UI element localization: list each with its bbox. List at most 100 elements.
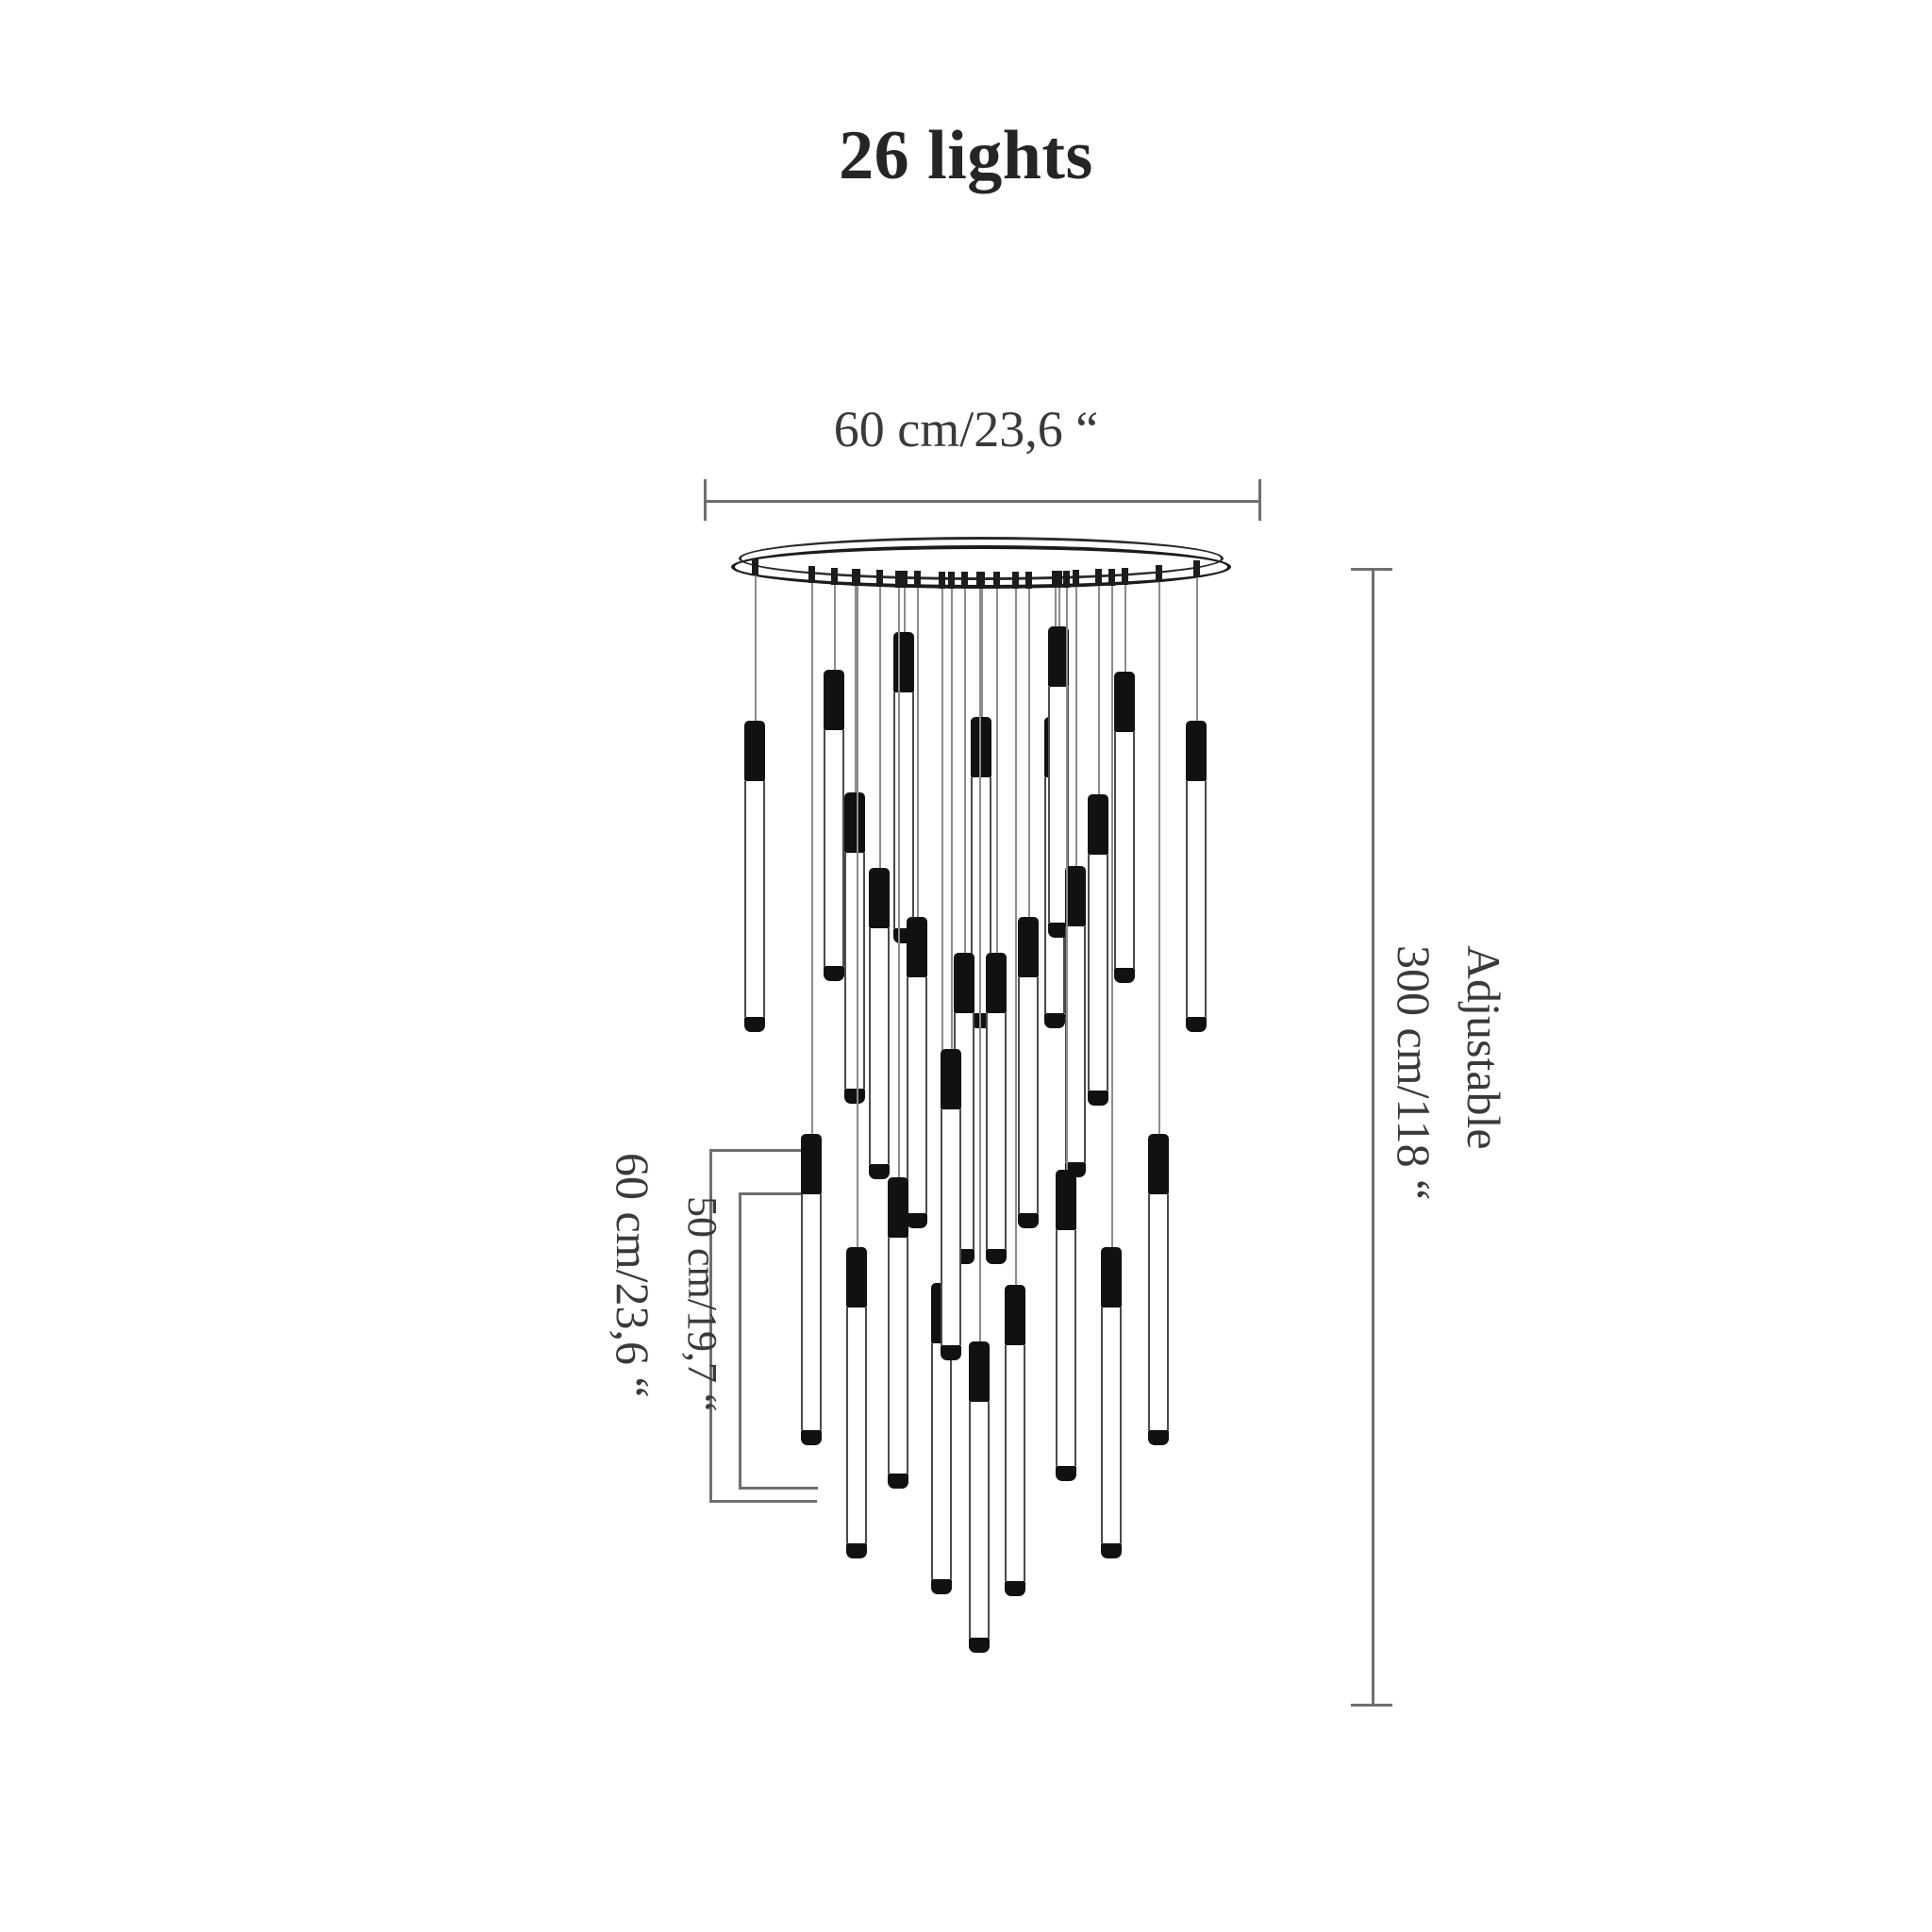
pendant-cap <box>954 953 974 1013</box>
pendant-cable <box>1196 575 1198 724</box>
left-outer-extension-top <box>709 1149 817 1152</box>
canopy-cable-stub <box>1056 570 1062 588</box>
pendant-body <box>1056 1230 1076 1466</box>
canopy-cable-stub <box>1108 568 1115 586</box>
pendant-body <box>844 853 865 1089</box>
top-dimension-tick-right <box>1258 479 1261 521</box>
pendant-cable <box>996 586 998 957</box>
pendant-body <box>846 1307 867 1543</box>
pendant-cable <box>1124 582 1126 675</box>
pendant-tube <box>1101 1247 1122 1558</box>
left-inner-extension-top <box>739 1192 818 1195</box>
pendant-cap <box>941 1049 961 1109</box>
pendant-cable <box>979 586 981 1345</box>
pendant-cap <box>1114 672 1135 732</box>
pendant-cap <box>888 1177 908 1238</box>
pendant-tube <box>1186 721 1207 1032</box>
pendant-cable <box>855 583 857 796</box>
pendant-cable <box>941 586 943 1287</box>
pendant-cap <box>844 792 865 853</box>
pendant-cable <box>755 573 757 724</box>
pendant-foot <box>1114 968 1135 983</box>
pendant-cap <box>893 632 914 692</box>
pendant-cable <box>951 586 953 1053</box>
pendant-cap <box>971 717 991 777</box>
pendant-cap <box>1065 866 1086 926</box>
canopy-cable-stub <box>752 558 758 575</box>
canopy-cable-stub <box>948 571 955 589</box>
canopy-cable-stub <box>976 571 983 589</box>
right-dimension-tick-top <box>1351 568 1392 571</box>
pendant-cable <box>1015 586 1017 1289</box>
page-title: 26 lights <box>839 117 1093 194</box>
pendant-body <box>1088 855 1108 1091</box>
pendant-foot <box>824 966 844 981</box>
pendant-foot <box>1186 1017 1207 1032</box>
pendant-cap <box>1101 1247 1122 1307</box>
pendant-body <box>941 1109 961 1345</box>
pendant-foot <box>1056 1466 1076 1481</box>
pendant-foot <box>986 1249 1007 1264</box>
pendant-body <box>1005 1345 1025 1581</box>
pendant-foot <box>1101 1543 1122 1558</box>
pendant-foot <box>888 1474 908 1489</box>
pendant-foot <box>846 1543 867 1558</box>
pendant-foot <box>1005 1581 1025 1596</box>
pendant-cable <box>879 584 881 872</box>
pendant-tube <box>846 1247 867 1558</box>
pendant-cable <box>964 586 966 957</box>
canopy-cable-stub <box>901 570 908 588</box>
canopy-cable-stub <box>1063 570 1070 588</box>
pendant-cap <box>1186 721 1207 781</box>
pendant-cap <box>801 1134 822 1194</box>
pendant-tube <box>824 670 844 981</box>
pendant-cable <box>981 587 983 721</box>
pendant-tube <box>941 1049 961 1360</box>
pendant-cable <box>1158 580 1160 1138</box>
pendant-tube <box>1056 1170 1076 1481</box>
pendant-foot <box>744 1017 765 1032</box>
pendant-tube <box>1048 626 1069 938</box>
pendant-foot <box>1044 1013 1065 1028</box>
pendant-tube <box>801 1134 822 1445</box>
pendant-body <box>986 1013 1007 1249</box>
canopy-cable-stub <box>895 570 902 588</box>
pendant-tube <box>1018 917 1039 1228</box>
pendant-tube <box>744 721 765 1032</box>
pendant-tube <box>844 792 865 1104</box>
pendant-cable <box>811 580 813 1138</box>
pendant-tube <box>1148 1134 1169 1445</box>
pendant-body <box>893 692 914 928</box>
left-inner-extension-bottom <box>739 1487 818 1490</box>
canopy-cable-stub <box>1073 570 1079 588</box>
pendant-body <box>1065 926 1086 1162</box>
pendant-foot <box>801 1430 822 1445</box>
pendant-tube <box>869 868 890 1179</box>
pendant-foot <box>1048 923 1069 938</box>
left-outer-dimension-line <box>709 1149 712 1500</box>
pendant-cap <box>1018 917 1039 977</box>
pendant-cable <box>1111 583 1113 1251</box>
canopy-cable-stub <box>808 565 815 583</box>
pendant-body <box>1018 977 1039 1213</box>
canopy-cable-stub <box>1012 571 1019 589</box>
pendant-body <box>1148 1194 1169 1430</box>
pendant-cable <box>834 582 836 674</box>
pendant-cable <box>1075 585 1077 870</box>
canopy-cable-stub <box>1122 567 1128 585</box>
pendant-cable <box>904 585 906 636</box>
pendant-body <box>744 781 765 1017</box>
pendant-tube <box>986 953 1007 1264</box>
top-dimension-label: 60 cm/23,6 “ <box>833 401 1099 458</box>
pendant-cap <box>869 868 890 928</box>
pendant-body <box>824 730 844 966</box>
pendant-foot <box>844 1089 865 1104</box>
pendant-cap <box>1148 1134 1169 1194</box>
pendant-tube <box>893 632 914 943</box>
canopy-cable-stub <box>1025 571 1032 589</box>
left-outer-extension-bottom <box>709 1500 817 1503</box>
canopy-cable-stub <box>961 571 968 589</box>
pendant-cap <box>846 1247 867 1307</box>
